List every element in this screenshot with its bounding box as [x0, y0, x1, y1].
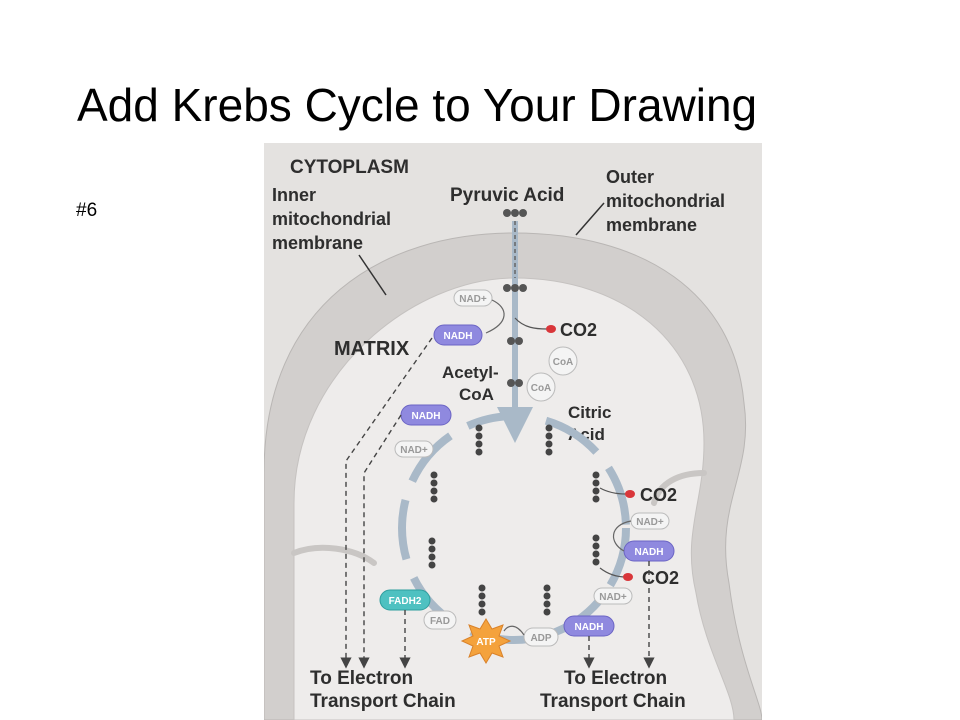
nad-plus-4: NAD+ [394, 440, 434, 458]
coa-1: CoA [548, 346, 578, 376]
matrix-label: MATRIX [334, 338, 410, 360]
etc-right-label-2: Transport Chain [540, 691, 686, 712]
nadh-3: NADH [563, 615, 615, 637]
outer-membrane-label-1: Outer [606, 167, 654, 187]
svg-text:NAD+: NAD+ [636, 517, 664, 528]
svg-text:FAD: FAD [430, 616, 450, 627]
citric-acid-label-1: Citric [568, 403, 611, 422]
svg-text:NADH: NADH [635, 547, 664, 558]
outer-membrane-label-2: mitochondrial [606, 191, 725, 211]
co2-dot-1 [546, 325, 556, 333]
co2-dot-2 [625, 490, 635, 498]
cristae [291, 470, 707, 566]
nadh-1: NADH [433, 324, 483, 346]
svg-text:NADH: NADH [412, 411, 441, 422]
inner-membrane-pointer [358, 254, 387, 296]
acetyl-coa-label-2: CoA [459, 385, 494, 404]
acetyl-coa-label-1: Acetyl- [442, 363, 499, 382]
coa-2: CoA [526, 372, 556, 402]
pyruvate-in-matrix [503, 284, 527, 292]
etc-right-label-1: To Electron [564, 668, 667, 689]
slide-title: Add Krebs Cycle to Your Drawing [77, 79, 758, 131]
svg-text:ATP: ATP [476, 637, 496, 648]
inner-membrane-label-3: membrane [272, 233, 363, 253]
co2-label-3: CO2 [642, 568, 679, 588]
co2-arrow-2 [599, 487, 627, 495]
inner-membrane-label-2: mitochondrial [272, 209, 391, 229]
nadh-4: NADH [400, 404, 452, 426]
slide-number: #6 [76, 200, 98, 221]
outer-membrane-label-3: membrane [606, 215, 697, 235]
pyruvic-acid-molecule [503, 209, 527, 217]
svg-text:CoA: CoA [531, 383, 552, 394]
nad-plus-3: NAD+ [593, 587, 633, 605]
svg-text:NADH: NADH [444, 331, 473, 342]
acetyl-coa-molecule [507, 379, 523, 387]
cycle-intermediates [428, 424, 600, 616]
inner-membrane-label-1: Inner [272, 185, 316, 205]
svg-text:NAD+: NAD+ [459, 294, 487, 305]
atp-arrow [503, 625, 525, 636]
svg-text:FADH2: FADH2 [389, 596, 422, 607]
nad-reduction-arrow-1 [485, 299, 505, 334]
acetyl-group [507, 337, 523, 345]
svg-text:ADP: ADP [530, 633, 551, 644]
etc-left-label-2: Transport Chain [310, 691, 456, 712]
co2-arrow-1 [514, 317, 548, 330]
cytoplasm-label: CYTOPLASM [290, 157, 409, 178]
svg-text:NAD+: NAD+ [599, 592, 627, 603]
etc-left-label-1: To Electron [310, 668, 413, 689]
nad-reduction-arrow-2 [613, 520, 632, 552]
atp: ATP [460, 618, 512, 664]
adp: ADP [523, 627, 559, 647]
nadh-2: NADH [623, 540, 675, 562]
co2-label-2: CO2 [640, 485, 677, 505]
svg-text:NAD+: NAD+ [400, 445, 428, 456]
etc-dashed-lines [340, 337, 655, 669]
fad: FAD [423, 610, 457, 630]
outer-membrane-pointer [575, 202, 605, 236]
svg-text:NADH: NADH [575, 622, 604, 633]
co2-label-1: CO2 [560, 320, 597, 340]
fadh2: FADH2 [379, 589, 431, 611]
pyruvic-acid-label: Pyruvic Acid [450, 185, 564, 206]
svg-text:CoA: CoA [553, 357, 574, 368]
co2-dot-3 [623, 573, 633, 581]
nad-plus-1: NAD+ [453, 289, 493, 307]
krebs-cycle-diagram: CYTOPLASM Inner mitochondrial membrane P… [264, 143, 762, 720]
nad-plus-2: NAD+ [630, 512, 670, 530]
